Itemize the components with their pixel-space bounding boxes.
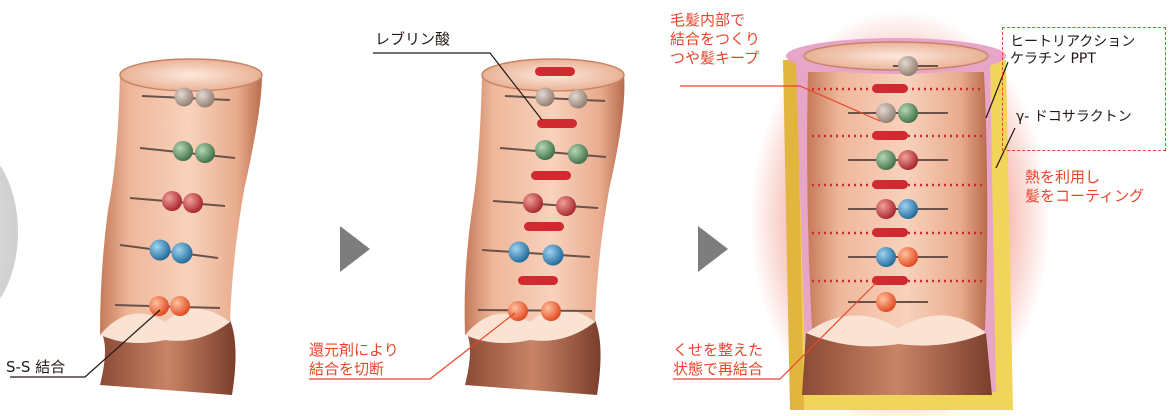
levulinic-bond	[872, 84, 908, 93]
hair-strand-1	[100, 59, 262, 395]
sulfur-bead	[543, 245, 564, 266]
sulfur-bead	[568, 144, 588, 164]
sulfur-bead	[173, 141, 193, 161]
label-line: ヒートリアクション	[1010, 34, 1135, 51]
levulinic-bond	[872, 131, 908, 140]
levulinic-bond	[537, 119, 577, 128]
sulfur-bead	[175, 88, 194, 107]
sulfur-bead	[541, 301, 561, 321]
sulfur-bead	[898, 247, 918, 267]
label-line: くせを整えた	[673, 341, 763, 360]
sulfur-bead	[876, 150, 896, 170]
sulfur-bead	[898, 103, 918, 123]
label-ss-bond: S-S 結合	[6, 358, 65, 377]
label-keratin-ppt: ヒートリアクション ケラチン PPT	[1010, 34, 1135, 68]
sulfur-bead	[898, 56, 918, 76]
sulfur-bead	[196, 89, 215, 108]
sulfur-bead	[149, 296, 169, 316]
label-line: 状態で再結合	[673, 360, 763, 379]
label-heat-coating: 熱を利用し 髪をコーティング	[1025, 168, 1144, 206]
label-line: 髪をコーティング	[1025, 187, 1144, 206]
sulfur-bead	[536, 88, 555, 107]
arrow-right-icon	[340, 226, 370, 272]
sulfur-bead	[898, 199, 918, 219]
sulfur-bead	[150, 240, 171, 261]
sulfur-bead	[172, 243, 193, 264]
levulinic-bond	[518, 276, 558, 285]
label-inner-bonding: 毛髪内部で 結合をつくり つや髪キープ	[670, 11, 760, 68]
sulfur-bead	[876, 247, 896, 267]
label-line: ケラチン PPT	[1010, 51, 1135, 68]
sulfur-bead	[183, 193, 203, 213]
sulfur-bead	[195, 143, 215, 163]
levulinic-bond	[531, 171, 571, 180]
sulfur-bead	[162, 191, 182, 211]
label-reducing-agent: 還元剤により 結合を切断	[309, 341, 399, 379]
sulfur-bead	[876, 292, 896, 312]
sulfur-bead	[569, 90, 588, 109]
levulinic-bond	[872, 276, 908, 285]
label-gamma-docosalactone: γ- ドコサラクトン	[1016, 108, 1132, 127]
label-line: 結合を切断	[309, 360, 399, 379]
sulfur-bead	[509, 242, 530, 263]
label-line: 還元剤により	[309, 341, 399, 360]
arrow-right-icon	[698, 226, 728, 272]
levulinic-bond	[524, 222, 564, 231]
label-line: 毛髪内部で	[670, 11, 760, 30]
sulfur-bead	[535, 140, 555, 160]
levulinic-bond	[872, 180, 908, 189]
sulfur-bead	[556, 196, 576, 216]
label-line: 熱を利用し	[1025, 168, 1144, 187]
label-line: つや髪キープ	[670, 49, 760, 68]
sulfur-bead	[523, 193, 543, 213]
levulinic-bond	[535, 67, 575, 76]
levulinic-bond	[872, 228, 908, 237]
label-line: 結合をつくり	[670, 30, 760, 49]
label-levulinic-acid: レブリン酸	[375, 30, 450, 49]
sulfur-bead	[170, 296, 190, 316]
sulfur-bead	[898, 150, 918, 170]
sulfur-bead	[508, 301, 528, 321]
background-circle	[0, 140, 18, 324]
sulfur-bead	[876, 199, 896, 219]
label-rebond: くせを整えた 状態で再結合	[673, 341, 763, 379]
